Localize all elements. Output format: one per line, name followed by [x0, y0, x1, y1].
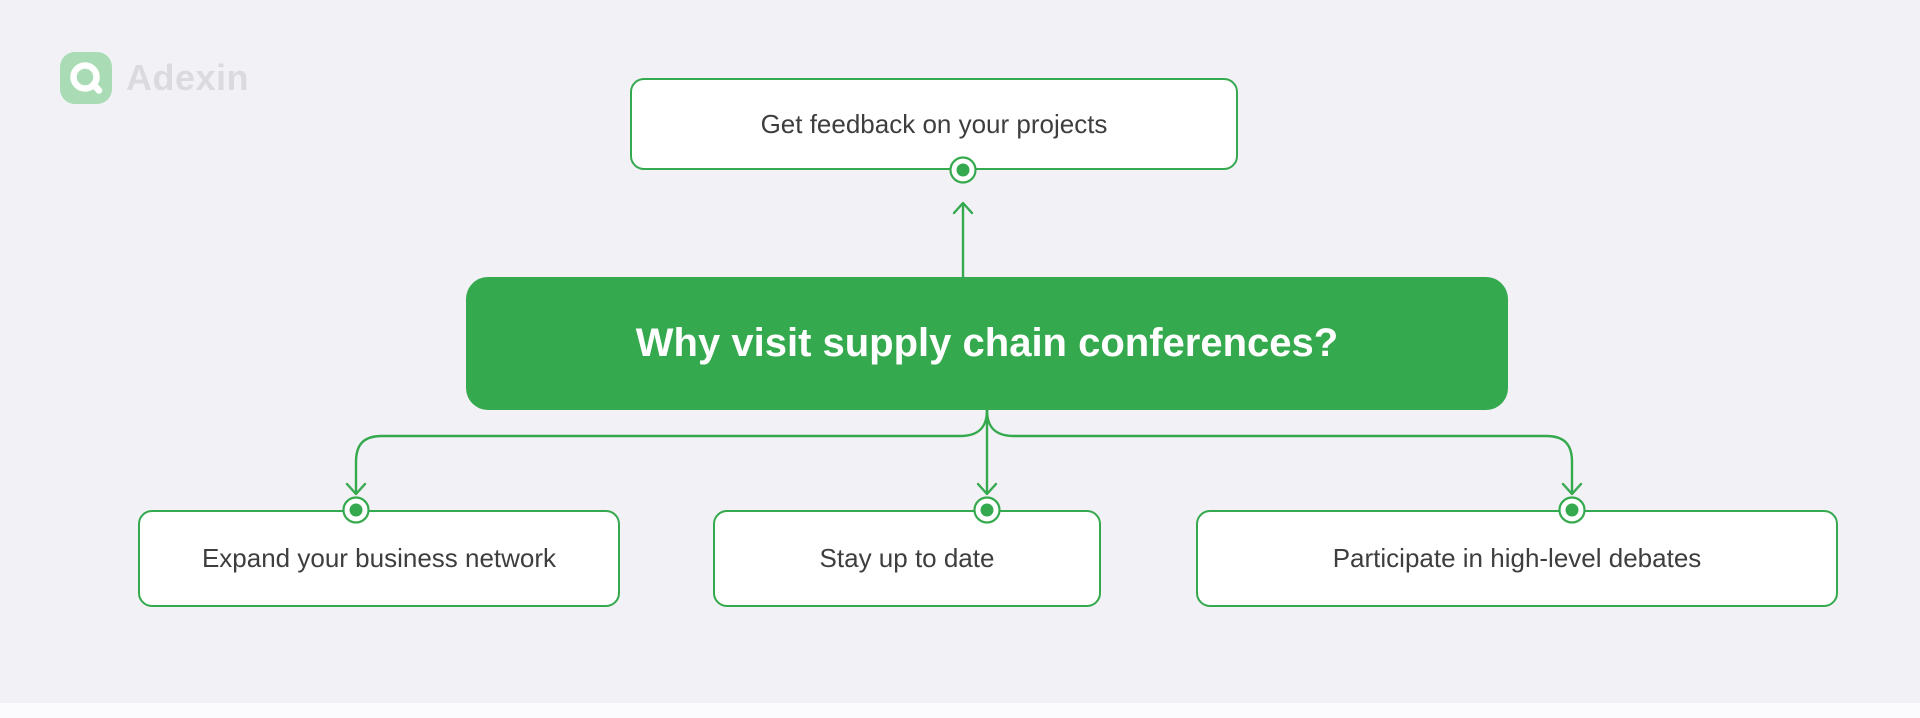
node-main-question-label: Why visit supply chain conferences?	[635, 321, 1339, 365]
connector-left	[342, 408, 989, 524]
node-main-question: Why visit supply chain conferences?	[466, 277, 1508, 410]
node-get-feedback-label: Get feedback on your projects	[760, 108, 1108, 139]
adexin-logo-icon	[60, 52, 112, 104]
adexin-logo-text: Adexin	[126, 57, 250, 98]
connector-right	[985, 408, 1586, 524]
connector-top	[949, 156, 977, 279]
arrow-up-icon	[952, 201, 974, 215]
node-expand-network-label: Expand your business network	[201, 543, 557, 573]
node-expand-network: Expand your business network	[138, 510, 620, 607]
bottom-strip	[0, 703, 1920, 718]
adexin-logo: Adexin	[60, 52, 249, 104]
node-stay-up-to-date: Stay up to date	[713, 510, 1101, 607]
node-stay-up-to-date-label: Stay up to date	[819, 543, 995, 573]
arrow-down-center-icon	[976, 482, 998, 496]
node-get-feedback: Get feedback on your projects	[630, 78, 1238, 170]
node-participate-debates-label: Participate in high-level debates	[1332, 543, 1702, 573]
arrow-down-right-icon	[1561, 482, 1583, 496]
arrow-down-left-icon	[345, 482, 367, 496]
node-participate-debates: Participate in high-level debates	[1196, 510, 1838, 607]
connector-center	[973, 408, 1001, 524]
logo-a-glyph	[70, 62, 103, 94]
